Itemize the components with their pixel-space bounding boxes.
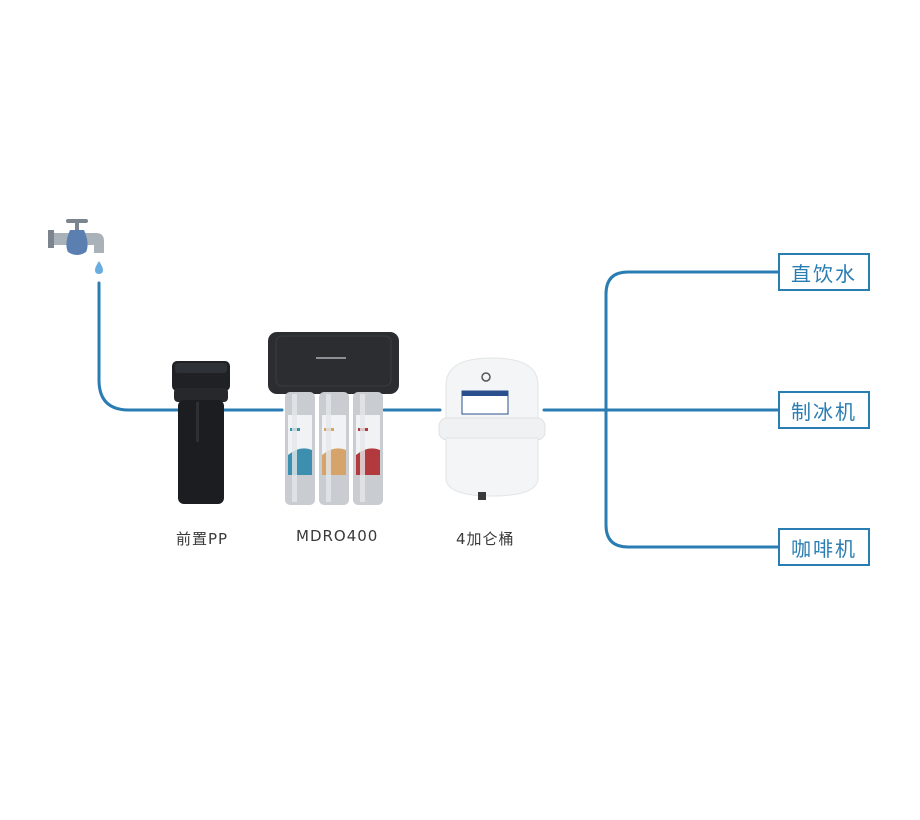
outlet-ice-maker: 制冰机 — [778, 391, 870, 429]
outlet-direct-drinking: 直饮水 — [778, 253, 870, 291]
label-mdro400: MDRO400 — [296, 527, 379, 545]
label-tank: 4加仑桶 — [456, 530, 515, 548]
ro-purifier-icon — [268, 332, 399, 505]
pipe-manifold-vertical — [604, 270, 780, 549]
faucet-icon — [48, 219, 104, 255]
label-pre-pp: 前置PP — [176, 530, 229, 548]
pp-filter-housing-icon — [172, 361, 230, 504]
cartridges — [285, 392, 383, 505]
pipe-faucet-to-pp — [97, 281, 180, 412]
pressure-tank-icon — [438, 357, 546, 500]
water-drop-icon — [95, 261, 103, 274]
outlet-coffee-machine: 咖啡机 — [778, 528, 870, 566]
